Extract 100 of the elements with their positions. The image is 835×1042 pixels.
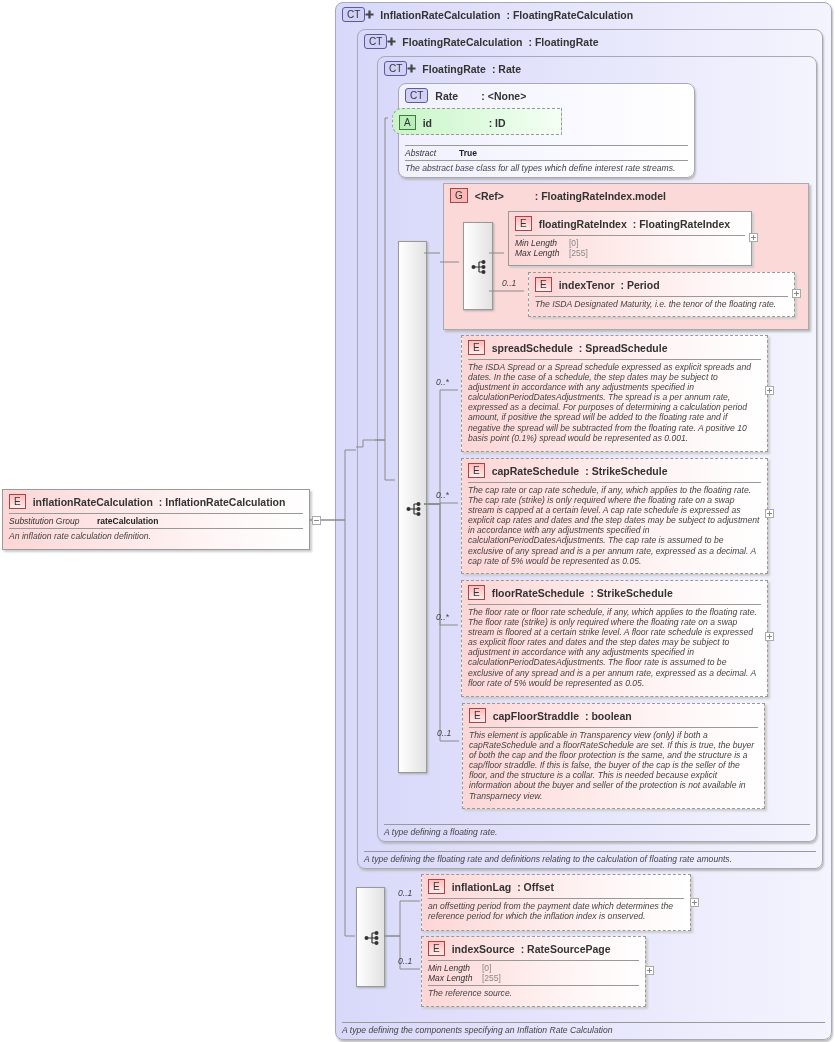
type-name: : RateSourcePage <box>520 942 611 955</box>
element-box <box>462 703 765 809</box>
cardinality-label: 0..* <box>436 612 449 622</box>
element-box <box>461 335 768 452</box>
connector-line <box>355 439 376 448</box>
complex-type-badge: CT <box>364 34 388 49</box>
element-badge: E <box>468 585 485 600</box>
description-text: The reference source. <box>428 985 639 999</box>
description-text: The ISDA Spread or a Spread schedule expressed as explicit spreads and dates. In the case of a schedule, the step dates may be subject to adjustment in accordance with any adjustments specified in calculationPeriodDatesAdjustments. The spread is a per annum rate, expressed as a decimal. For purposes of determining a calculation period amount, if positive the spread will be added to the floating rate and if negative the spread will be subtracted from the floating rate. A positive 10 basis point (0.1%) spread would be represented as 0.001. <box>468 359 761 443</box>
description-text: an offsetting period from the payment date which determines the reference period for which the inflation index is onserved. <box>428 898 684 922</box>
element-box <box>421 936 646 1007</box>
element-box <box>461 580 768 697</box>
element-name: FloatingRateCalculation <box>402 35 523 48</box>
type-name: : FloatingRate <box>528 35 599 48</box>
element-badge: E <box>515 216 532 231</box>
property-label: Abstract <box>405 147 438 158</box>
cardinality-label: 0..1 <box>398 956 413 966</box>
element-box <box>2 489 310 550</box>
type-name: : FloatingRateIndex.model <box>534 189 667 202</box>
cardinality-label: 0..* <box>436 490 449 500</box>
type-name: : boolean <box>585 709 632 722</box>
element-badge: E <box>428 879 445 894</box>
complex-type-box <box>335 2 832 1040</box>
connector-line <box>488 290 525 292</box>
attribute-badge: A <box>399 115 416 130</box>
property-label: Substitution Group <box>9 516 81 526</box>
element-name: indexSource <box>451 942 515 955</box>
element-name: floatingRateIndex <box>538 217 627 230</box>
element-box <box>508 211 752 266</box>
element-name: floorRateSchedule <box>491 586 585 599</box>
element-name: <Ref> <box>474 189 505 202</box>
cardinality-label: 0..* <box>436 377 449 387</box>
element-name: Rate <box>435 89 460 102</box>
element-badge: E <box>428 941 445 956</box>
property-label: Min Length <box>515 238 559 248</box>
element-name: FloatingRate <box>422 62 486 75</box>
group-box <box>443 183 809 330</box>
element-name: indexTenor <box>558 278 615 291</box>
connector-line <box>309 519 356 937</box>
attribute-box <box>392 108 562 135</box>
type-name: : SpreadSchedule <box>578 341 668 354</box>
sequence-compositor <box>398 241 427 773</box>
type-name: : FloatingRateCalculation <box>506 8 634 21</box>
type-name: : Rate <box>491 62 522 75</box>
complex-type-badge: CT <box>342 7 366 22</box>
property-value: rateCalculation <box>97 516 159 526</box>
connector-line <box>383 935 421 970</box>
property-label: Max Length <box>515 248 561 258</box>
description-text: A type defining a floating rate. <box>384 823 810 837</box>
description-text: The floor rate or floor rate schedule, if any, which applies to the floating rate. The floor rate (strike) is only required where the floating rate on a swap stream is floored at a certain strike level. A floor rate schedule is expressed as explicit floor rates and dates and the step dates may be subject to adjustment in accordance with any adjustments specified in calculationPeriodDatesAdjustments. The floor rate is assumed to be exclusive of any spread and is a per annum rate, expressed as a decimal. A floor rate of 5% would be represented as 0.05. <box>468 604 761 688</box>
element-box <box>421 874 691 931</box>
type-name: : StrikeSchedule <box>585 464 668 477</box>
type-name: : <None> <box>481 89 527 102</box>
description-text: A type defining the floating rate and definitions relating to the calculation of floating rate amounts. <box>364 850 816 864</box>
element-name: inflationRateCalculation <box>32 495 153 508</box>
connector-line <box>423 503 460 742</box>
element-name: capRateSchedule <box>491 464 580 477</box>
type-name: : FloatingRateIndex <box>632 217 731 230</box>
property-value: [0] <box>482 963 492 973</box>
connector-line <box>439 261 460 263</box>
type-name: : ID <box>488 116 506 129</box>
element-badge: E <box>469 708 486 723</box>
property-value: True <box>459 147 477 158</box>
sequence-compositor <box>356 887 385 987</box>
property-value: [0] <box>569 238 579 248</box>
element-box <box>461 458 768 574</box>
element-name: id <box>422 116 433 129</box>
connector-line <box>374 439 396 481</box>
description-text: The abstract base class for all types which define interest rate streams. <box>405 159 688 173</box>
type-name: : StrikeSchedule <box>590 586 673 599</box>
element-box <box>528 272 795 317</box>
cardinality-label: 0..1 <box>437 728 452 738</box>
type-name: : Offset <box>517 880 554 893</box>
sequence-compositor <box>463 222 493 310</box>
property-value: [255] <box>482 973 501 983</box>
complex-type-badge: CT <box>405 88 429 103</box>
property-label: Min Length <box>428 963 472 973</box>
connector-line <box>488 252 505 254</box>
element-name: inflationLag <box>451 880 512 893</box>
description-text: This element is applicable in Transparency view (only) if both a capRateSchedule and a floorRateSchedule are set. If this is true, the buyer of both the cap and the floor protection is the same, and the structure is a cap/floor straddle. If this is false, the buyer of the cap is the seller of the floor, and the structure is a collar. This is needed because explicit information about the buyer and seller of the protection is not available in Transparnecy view. <box>469 727 758 801</box>
cardinality-label: 0..1 <box>398 888 413 898</box>
element-badge: E <box>9 494 26 509</box>
complex-type-badge: CT <box>384 61 408 76</box>
description-text: The cap rate or cap rate schedule, if any, which applies to the floating rate. The cap rate (strike) is only required where the floating rate on a swap stream is capped at a certain level. A cap rate schedule is expressed as explicit cap rates and dates and the step dates may be subject to adjustment in accordance with any adjustments specified in calculationPeriodDatesAdjustments. The cap rate is assumed to be exclusive of any spread and is a per annum rate, expressed as a decimal. A cap rate of 5% would be represented as 0.05. <box>468 482 761 566</box>
element-name: spreadSchedule <box>491 341 573 354</box>
connector-line <box>423 252 441 254</box>
description-text: An inflation rate calculation definition. <box>9 528 303 542</box>
type-name: : InflationRateCalculation <box>158 495 286 508</box>
element-badge: E <box>468 463 485 478</box>
type-name: : Period <box>620 278 660 291</box>
cardinality-label: 0..1 <box>502 278 517 288</box>
element-name: capFloorStraddle <box>492 709 580 722</box>
element-badge: E <box>468 340 485 355</box>
description-text: A type defining the components specifying an Inflation Rate Calculation <box>342 1021 825 1035</box>
property-label: Max Length <box>428 973 474 983</box>
property-value: [255] <box>569 248 588 258</box>
element-badge: E <box>535 277 552 292</box>
group-badge: G <box>450 188 468 203</box>
element-name: InflationRateCalculation <box>380 8 501 21</box>
description-text: The ISDA Designated Maturity, i.e. the tenor of the floating rate. <box>535 296 788 310</box>
